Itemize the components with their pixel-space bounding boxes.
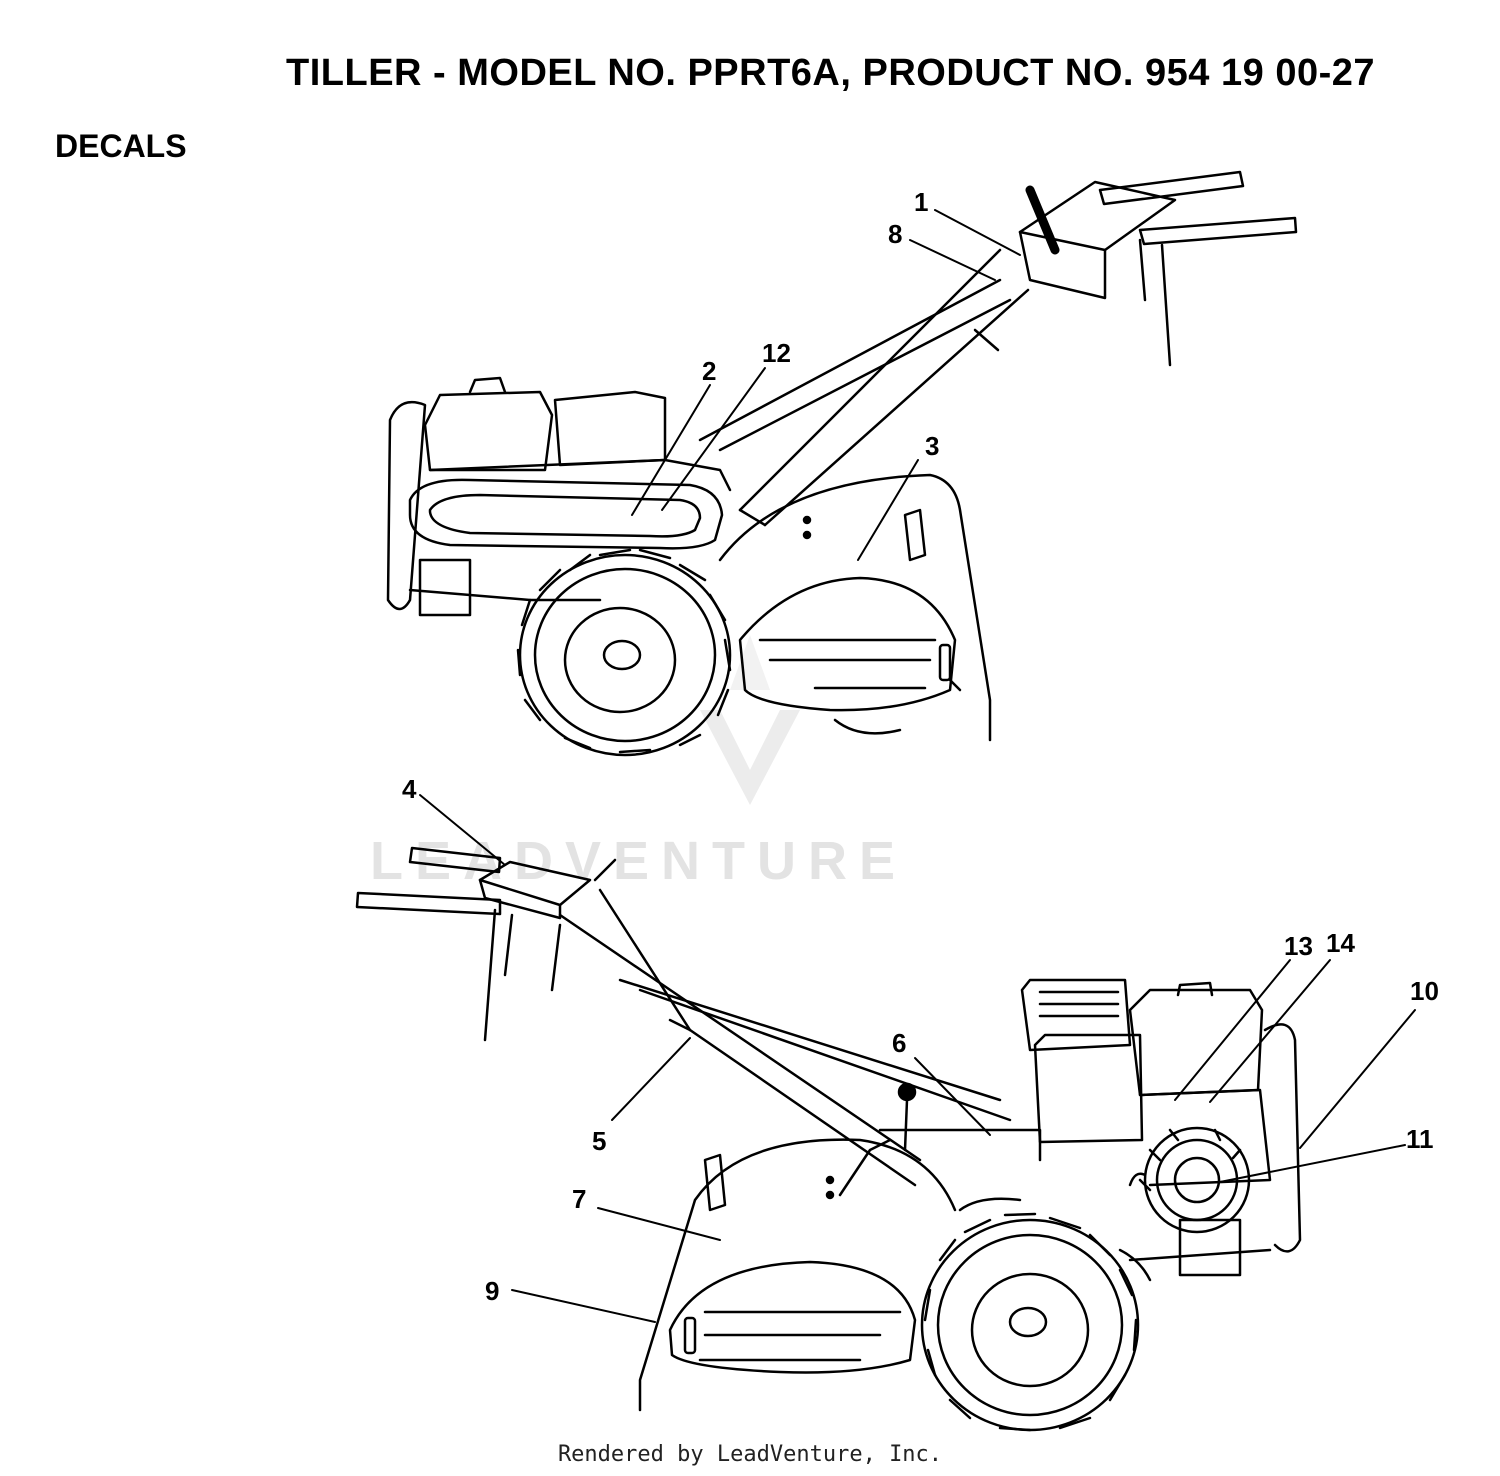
lower-callouts: 4 13 14 10 6 5 11 7 9	[402, 774, 1439, 1306]
section-heading: DECALS	[55, 128, 187, 164]
lower-leader-lines	[419, 794, 1416, 1323]
upper-leader-lines	[631, 209, 1021, 561]
callout-3: 3	[925, 431, 939, 461]
callout-12: 12	[762, 338, 791, 368]
callout-6: 6	[892, 1028, 906, 1058]
upper-wheel	[516, 548, 732, 757]
callout-13: 13	[1284, 931, 1313, 961]
tiller-upper-view	[386, 170, 1298, 757]
callout-14: 14	[1326, 928, 1355, 958]
lower-tine-shield	[638, 1138, 957, 1412]
upper-tine-shield	[718, 473, 992, 742]
watermark-text: LEADVENTURE	[370, 831, 908, 891]
callout-8: 8	[888, 219, 902, 249]
watermark-logo-icon	[700, 635, 800, 805]
lower-engine	[1020, 978, 1302, 1253]
callout-1: 1	[914, 187, 928, 217]
callout-4: 4	[402, 774, 417, 804]
callout-9: 9	[485, 1276, 499, 1306]
callout-11: 11	[1406, 1124, 1434, 1154]
callout-7: 7	[572, 1184, 586, 1214]
page-title: TILLER - MODEL NO. PPRT6A, PRODUCT NO. 9…	[286, 52, 1376, 94]
footer-credit: Rendered by LeadVenture, Inc.	[557, 1442, 943, 1467]
tiller-lower-view	[355, 846, 1302, 1432]
lower-wheel	[920, 1197, 1152, 1432]
callout-5: 5	[592, 1126, 606, 1156]
callout-2: 2	[702, 356, 716, 386]
upper-callouts: 1 8 2 12 3	[702, 187, 939, 461]
callout-10: 10	[1410, 976, 1439, 1006]
